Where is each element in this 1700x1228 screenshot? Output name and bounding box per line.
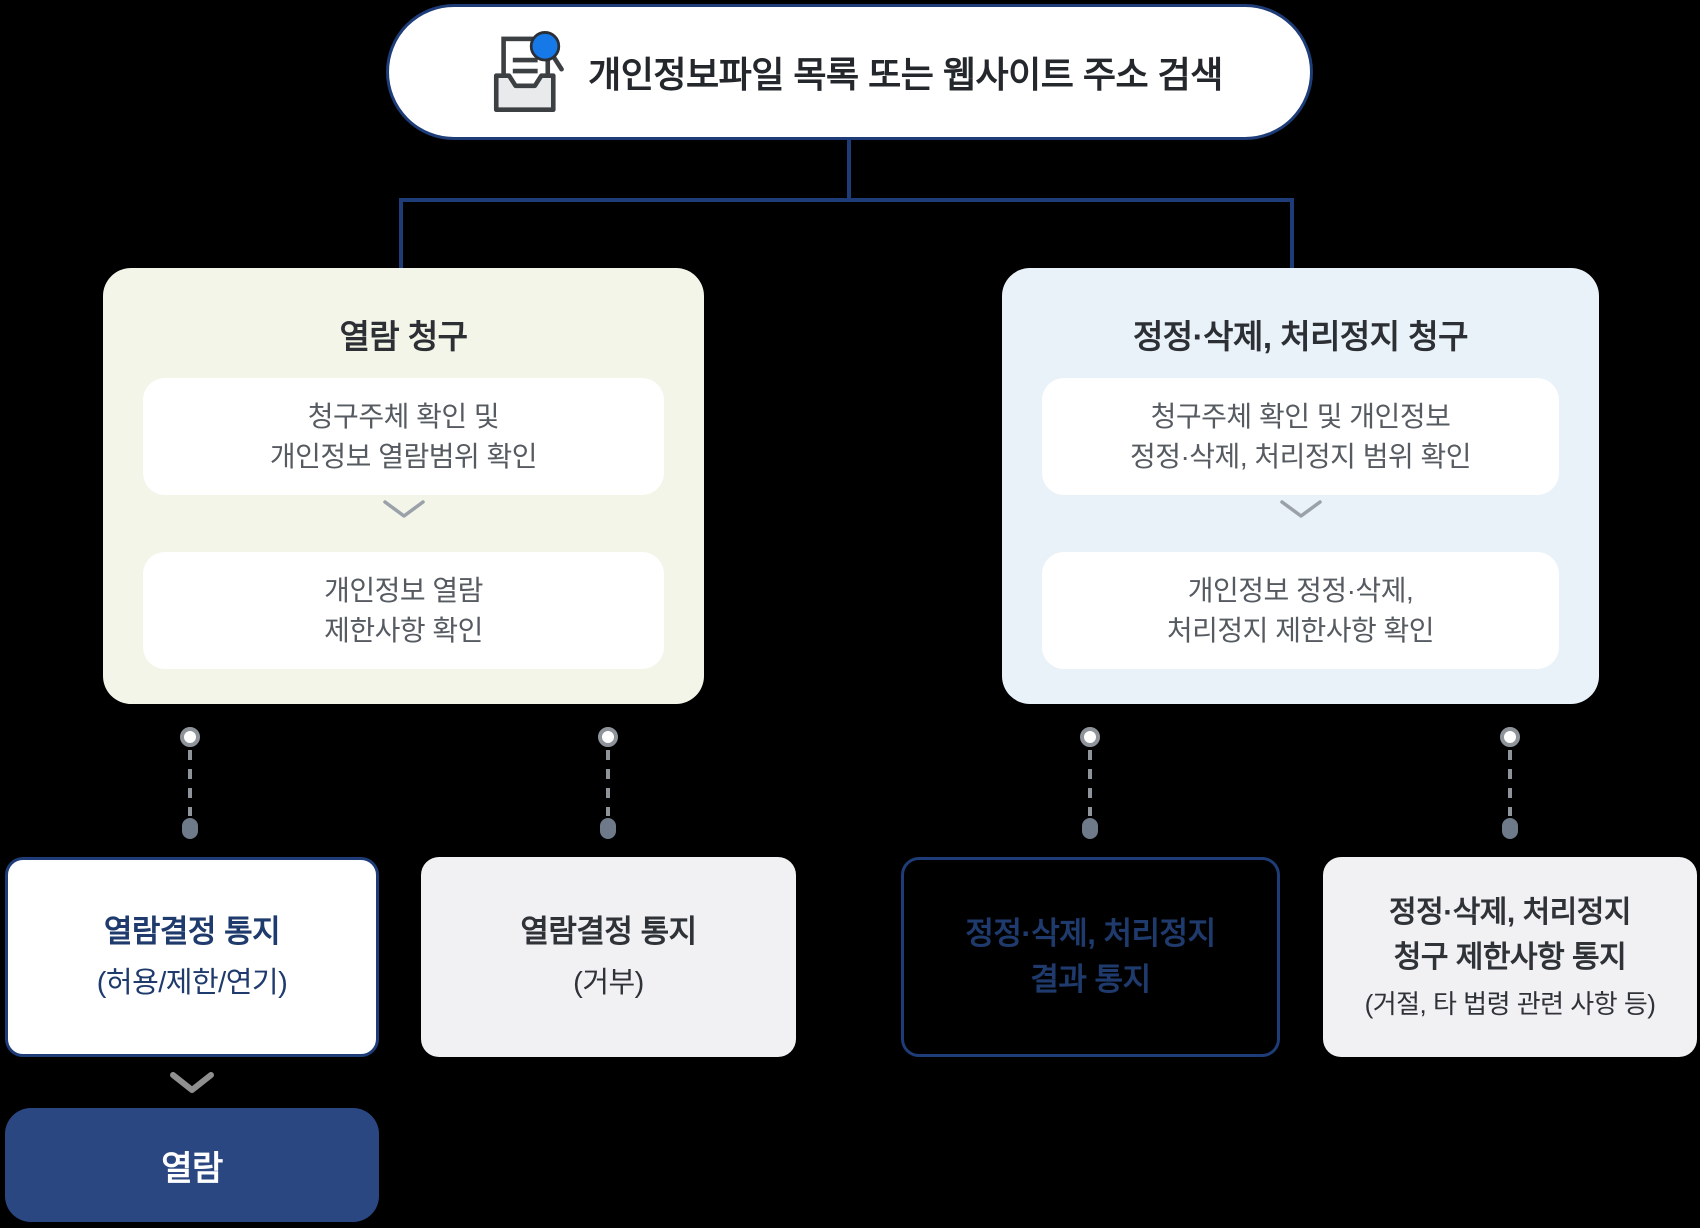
dashed-connector-line [1088, 750, 1092, 816]
chevron-down-icon [168, 1070, 216, 1101]
outcome-title: 청구 제한사항 통지 [1393, 941, 1627, 974]
step-line: 개인정보 열람범위 확인 [269, 440, 538, 472]
dashed-connector-end-dot [1082, 818, 1098, 839]
dashed-connector-end-dot [600, 818, 616, 839]
step-line: 개인정보 열람 [324, 574, 483, 606]
dashed-connector-line [188, 750, 192, 816]
step-line: 개인정보 정정·삭제, [1187, 574, 1414, 606]
dashed-connector-line [1508, 750, 1512, 816]
step-box: 개인정보 정정·삭제, 처리정지 제한사항 확인 [1042, 552, 1559, 669]
connector-stem [847, 139, 851, 200]
branch-title: 열람 청구 [339, 318, 468, 355]
outcome-box-correction-result-notice: 정정·삭제, 처리정지 결과 통지 [901, 857, 1280, 1057]
connector-drop-right [1290, 198, 1294, 272]
branch-correction-request: 정정·삭제, 처리정지 청구 청구주체 확인 및 개인정보 정정·삭제, 처리정… [1002, 268, 1599, 704]
root-node: 개인정보파일 목록 또는 웹사이트 주소 검색 [386, 4, 1313, 140]
outcome-title: 열람결정 통지 [520, 914, 697, 949]
dashed-connector-end-dot [182, 818, 198, 839]
chevron-down-icon [103, 498, 704, 520]
branch-view-request: 열람 청구 청구주체 확인 및 개인정보 열람범위 확인 개인정보 열람 제한사… [103, 268, 704, 704]
outcome-title: 정정·삭제, 처리정지 [965, 916, 1216, 951]
branch-title: 정정·삭제, 처리정지 청구 [1132, 318, 1469, 355]
dashed-connector-start-circle [180, 727, 200, 747]
step-line: 제한사항 확인 [324, 614, 483, 646]
step-box: 청구주체 확인 및 개인정보 열람범위 확인 [143, 378, 664, 495]
dashed-connector-start-circle [1080, 727, 1100, 747]
connector-drop-left [399, 198, 403, 272]
document-search-inbox-icon [494, 31, 565, 113]
connector-cross [399, 198, 1294, 202]
outcome-note: (거절, 타 법령 관련 사항 등) [1364, 989, 1656, 1019]
outcome-box-view-decision-refusal: 열람결정 통지 (거부) [421, 857, 796, 1057]
step-box: 청구주체 확인 및 개인정보 정정·삭제, 처리정지 범위 확인 [1042, 378, 1559, 495]
dashed-connector-end-dot [1502, 818, 1518, 839]
outcome-note: (거부) [573, 967, 644, 999]
dashed-connector-start-circle [1500, 727, 1520, 747]
outcome-note: (허용/제한/연기) [96, 967, 288, 999]
root-label: 개인정보파일 목록 또는 웹사이트 주소 검색 [588, 54, 1223, 95]
outcome-title: 정정·삭제, 처리정지 [1389, 896, 1631, 929]
dashed-connector-line [606, 750, 610, 816]
outcome-title: 열람결정 통지 [103, 914, 281, 949]
step-line: 처리정지 제한사항 확인 [1166, 614, 1435, 646]
dashed-connector-start-circle [598, 727, 618, 747]
step-line: 청구주체 확인 및 개인정보 [1150, 400, 1451, 432]
outcome-title: 결과 통지 [1030, 962, 1151, 997]
step-box: 개인정보 열람 제한사항 확인 [143, 552, 664, 669]
outcome-box-view-decision-notice: 열람결정 통지 (허용/제한/연기) [5, 857, 379, 1057]
step-line: 청구주체 확인 및 [307, 400, 500, 432]
final-label: 열람 [161, 1149, 223, 1188]
chevron-down-icon [1002, 498, 1599, 520]
outcome-box-correction-restriction-notice: 정정·삭제, 처리정지 청구 제한사항 통지 (거절, 타 법령 관련 사항 등… [1323, 857, 1697, 1057]
final-node-view: 열람 [5, 1108, 379, 1222]
step-line: 정정·삭제, 처리정지 범위 확인 [1129, 440, 1472, 472]
